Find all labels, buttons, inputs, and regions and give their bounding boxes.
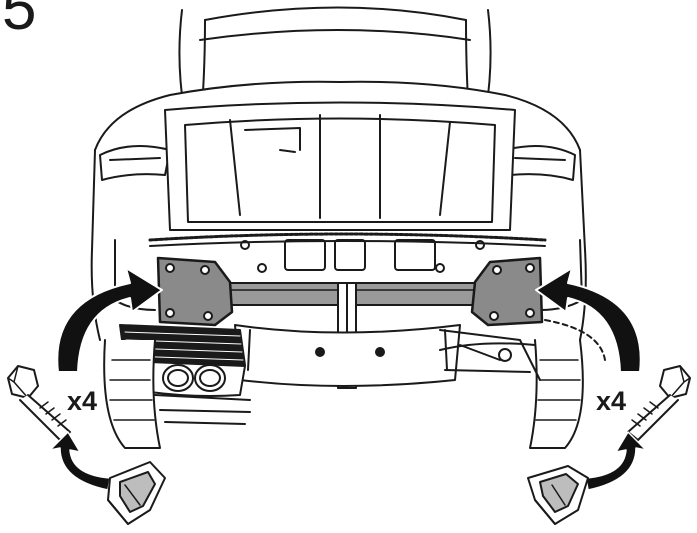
bolt-icon	[627, 365, 691, 441]
quantity-label-left: x4	[67, 386, 98, 416]
quantity-label-right: x4	[596, 386, 627, 416]
underbody	[234, 324, 461, 387]
exhaust-tips	[149, 361, 246, 397]
tyre-right	[439, 339, 584, 449]
bracket-cap-icon	[107, 461, 166, 525]
install-arrow-icon	[535, 267, 642, 373]
trunk-opening	[164, 101, 516, 231]
suspension	[439, 319, 606, 381]
bolt-icon	[7, 365, 71, 441]
tyre-left	[103, 339, 251, 449]
step-number: 5	[2, 0, 37, 43]
hitch-bracket-right	[470, 256, 544, 327]
hitch-bracket-left	[156, 256, 234, 327]
install-arrow-icon	[49, 431, 111, 491]
bracket-cap-icon	[527, 465, 589, 525]
install-arrow-icon	[585, 431, 647, 491]
install-arrow-icon	[56, 267, 163, 373]
